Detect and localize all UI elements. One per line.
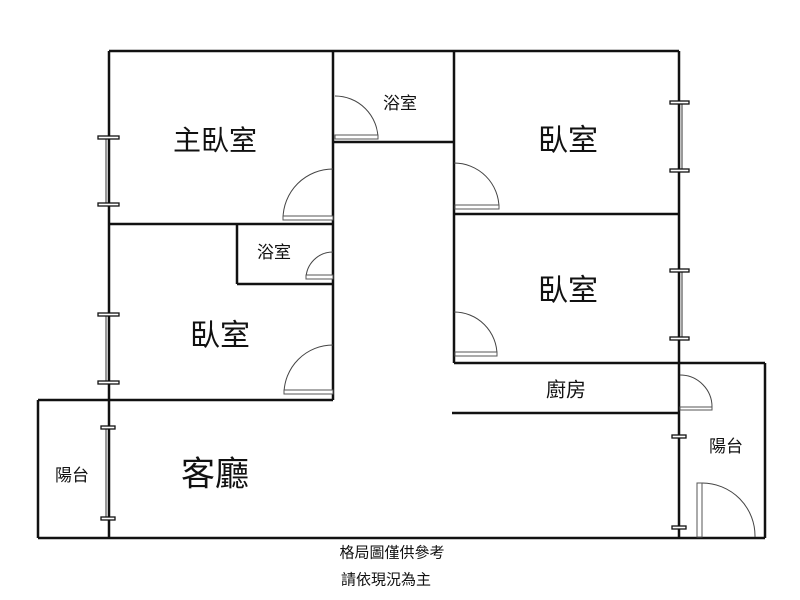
room-label-master-bedroom: 主臥室 bbox=[173, 124, 257, 157]
room-label-living-room: 客廳 bbox=[181, 455, 249, 495]
doors bbox=[282, 95, 756, 538]
room-label-bathroom-top: 浴室 bbox=[383, 94, 417, 114]
room-label-kitchen: 廚房 bbox=[546, 378, 586, 402]
room-label-bedroom-right-bottom: 臥室 bbox=[538, 274, 598, 309]
room-label-balcony-left: 陽台 bbox=[55, 466, 89, 486]
room-label-bedroom-left: 臥室 bbox=[190, 319, 250, 354]
room-label-bathroom-small: 浴室 bbox=[257, 243, 291, 263]
room-label-bedroom-right-top: 臥室 bbox=[538, 124, 598, 159]
disclaimer-line-1: 格局圖僅供參考 bbox=[339, 544, 444, 562]
room-label-balcony-right: 陽台 bbox=[709, 437, 743, 457]
walls bbox=[36, 49, 767, 540]
windows bbox=[97, 100, 690, 530]
disclaimer-line-2: 請依現況為主 bbox=[341, 571, 431, 589]
